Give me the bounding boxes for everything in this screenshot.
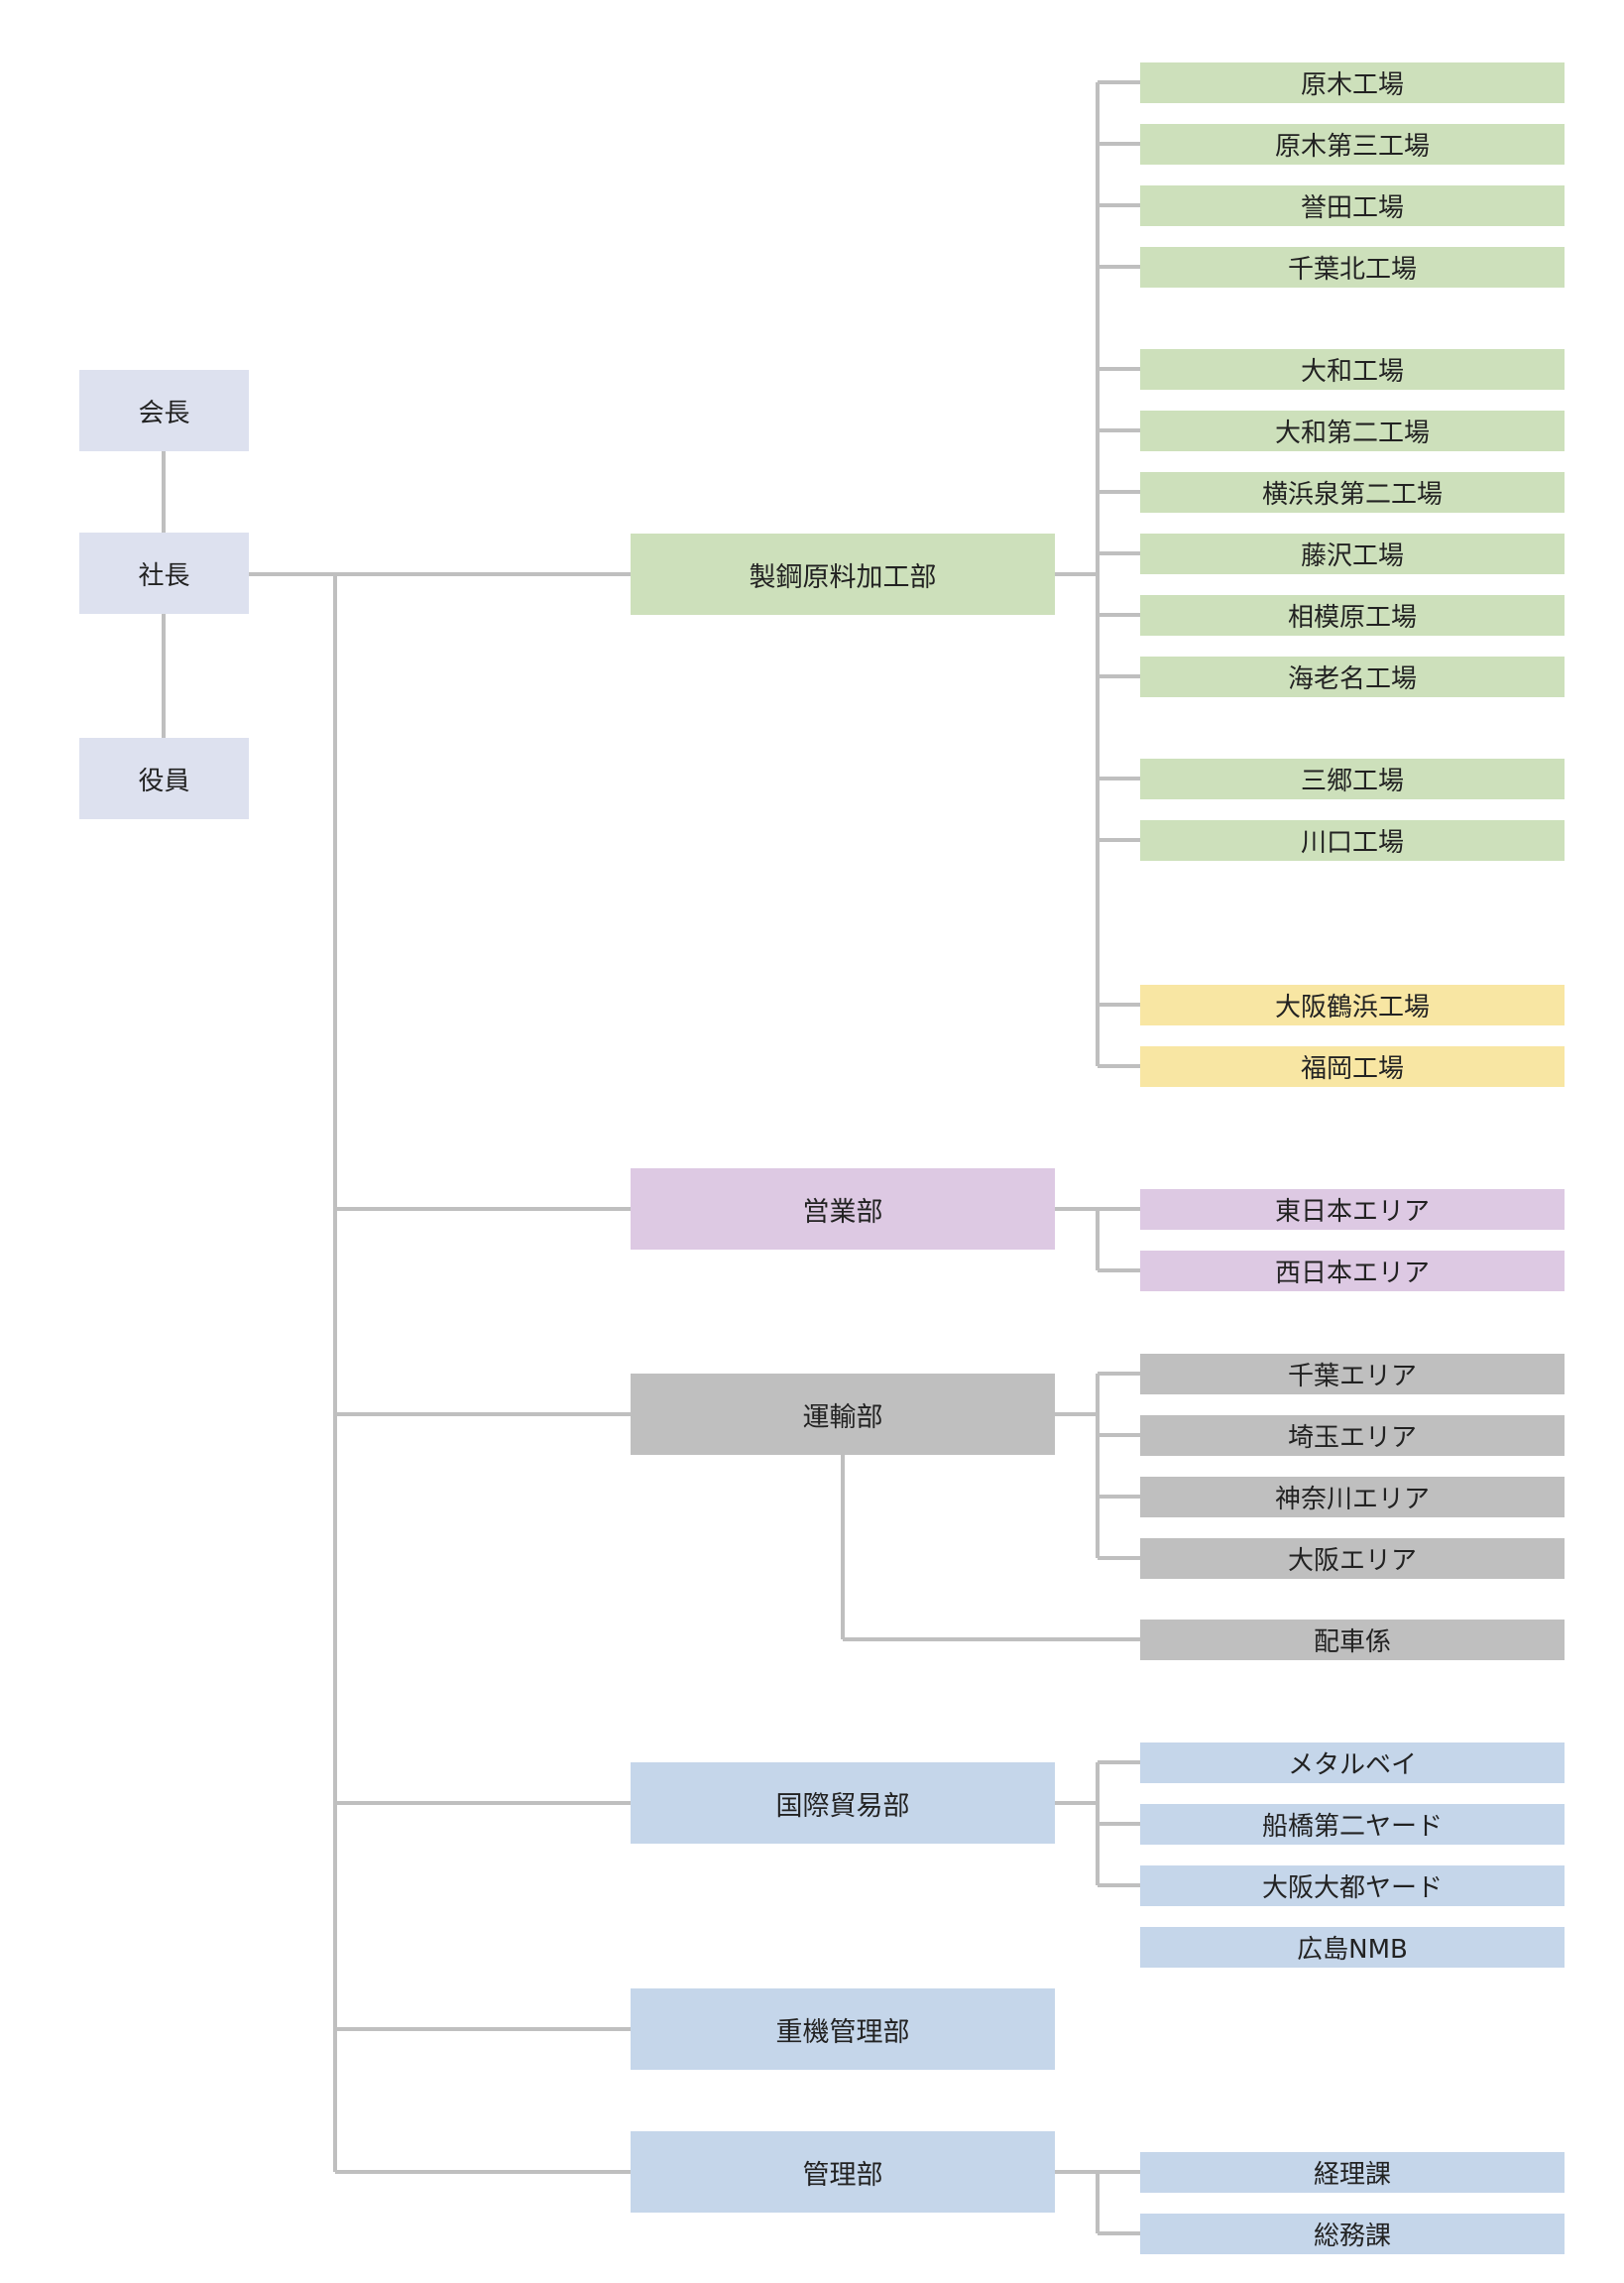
dept-3-unit-3-label: 神奈川エリア [1274,1484,1430,1514]
dept-1-unit-11: 三郷工場 [1140,758,1565,799]
dept-6-box-label: 管理部 [802,2159,883,2191]
dept-6-unit-2: 総務課 [1140,2213,1565,2254]
dept-3-unit-2-label: 埼玉エリア [1287,1422,1417,1453]
dept-4-unit-2-label: 船橋第二ヤード [1261,1811,1443,1842]
dept-2-unit-1: 東日本エリア [1140,1188,1565,1230]
dept-1-unit-7: 横浜泉第二工場 [1140,471,1565,513]
dept-1-unit-14: 福岡工場 [1140,1045,1565,1087]
dept-4-unit-3: 大阪大都ヤード [1140,1864,1565,1906]
dept-6-unit-2-label: 総務課 [1313,2221,1391,2251]
officers-box: 役員 [79,738,249,819]
dept-2-unit-2: 西日本エリア [1140,1250,1565,1291]
dept-3-unit-2: 埼玉エリア [1140,1414,1565,1456]
dept-1-unit-13-label: 大阪鶴浜工場 [1274,992,1430,1022]
dept-4-box: 国際貿易部 [631,1762,1055,1844]
dept-2-box-label: 営業部 [802,1196,883,1228]
dept-1-unit-3: 誉田工場 [1140,184,1565,226]
dept-1-unit-6: 大和第二工場 [1140,410,1565,451]
dept-1-unit-4-label: 千葉北工場 [1287,254,1417,285]
dept-1-unit-1-label: 原木工場 [1300,69,1404,100]
dept-1-box: 製鋼原料加工部 [631,534,1055,615]
dept-2-unit-1-label: 東日本エリア [1274,1196,1430,1227]
dept-3-unit-5-label: 配車係 [1313,1626,1391,1657]
dept-1-unit-9-label: 相模原工場 [1287,602,1417,633]
officers-label: 役員 [138,766,190,796]
dept-1-unit-1: 原木工場 [1140,61,1565,103]
dept-5-box-label: 重機管理部 [775,2016,910,2048]
dept-1-unit-11-label: 三郷工場 [1300,766,1404,796]
dept-1-unit-14-label: 福岡工場 [1300,1053,1404,1084]
dept-1-unit-2-label: 原木第三工場 [1274,131,1430,162]
dept-3-box-label: 運輸部 [802,1401,883,1433]
dept-1-unit-10-label: 海老名工場 [1287,663,1417,694]
president-label: 社長 [138,560,190,591]
dept-1-unit-4: 千葉北工場 [1140,246,1565,288]
dept-1-unit-8: 藤沢工場 [1140,533,1565,574]
dept-1-unit-12: 川口工場 [1140,819,1565,861]
chairman-label: 会長 [138,398,190,428]
dept-4-unit-1-label: メタルベイ [1287,1749,1417,1780]
president-box: 社長 [79,533,249,614]
chairman-box: 会長 [79,370,249,451]
dept-4-unit-4-label: 広島NMB [1297,1934,1408,1965]
dept-4-box-label: 国際貿易部 [775,1790,910,1822]
dept-6-unit-1: 経理課 [1140,2151,1565,2193]
dept-2-unit-2-label: 西日本エリア [1274,1258,1430,1288]
dept-4-unit-2: 船橋第二ヤード [1140,1803,1565,1845]
dept-3-unit-4-label: 大阪エリア [1287,1545,1417,1576]
dept-2-box: 営業部 [631,1168,1055,1250]
dept-1-box-label: 製鋼原料加工部 [749,561,937,593]
dept-3-unit-1-label: 千葉エリア [1287,1361,1417,1391]
dept-4-unit-1: メタルベイ [1140,1742,1565,1783]
dept-4-unit-4: 広島NMB [1140,1926,1565,1968]
dept-3-unit-5: 配車係 [1140,1619,1565,1660]
dept-1-unit-9: 相模原工場 [1140,594,1565,636]
dept-1-unit-12-label: 川口工場 [1300,827,1404,858]
dept-5-box: 重機管理部 [631,1988,1055,2070]
dept-6-unit-1-label: 経理課 [1313,2159,1391,2190]
dept-1-unit-10: 海老名工場 [1140,656,1565,697]
dept-1-unit-13: 大阪鶴浜工場 [1140,984,1565,1025]
dept-1-unit-7-label: 横浜泉第二工場 [1261,479,1443,510]
dept-3-unit-1: 千葉エリア [1140,1353,1565,1394]
dept-4-unit-3-label: 大阪大都ヤード [1261,1872,1443,1903]
dept-3-unit-4: 大阪エリア [1140,1537,1565,1579]
dept-1-unit-8-label: 藤沢工場 [1300,541,1404,571]
dept-1-unit-6-label: 大和第二工場 [1274,418,1430,448]
dept-6-box: 管理部 [631,2131,1055,2213]
dept-1-unit-3-label: 誉田工場 [1300,192,1404,223]
dept-3-unit-3: 神奈川エリア [1140,1476,1565,1517]
dept-1-unit-5: 大和工場 [1140,348,1565,390]
dept-3-box: 運輸部 [631,1374,1055,1455]
dept-1-unit-5-label: 大和工場 [1300,356,1404,387]
dept-1-unit-2: 原木第三工場 [1140,123,1565,165]
